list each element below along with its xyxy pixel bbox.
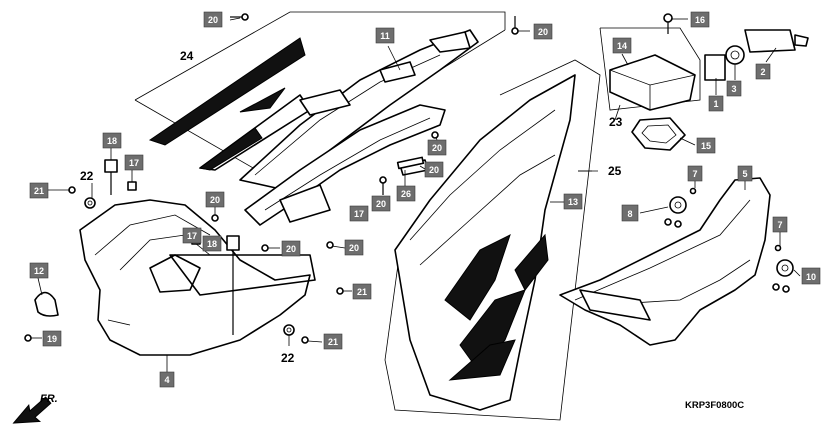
callout-label-17: 17 <box>354 209 364 219</box>
part-8-clip <box>664 196 687 228</box>
front-direction-arrow: FR. <box>12 393 58 424</box>
callout-label-26: 26 <box>401 189 411 199</box>
part-label-22-bottom: 22 <box>281 351 295 365</box>
group-frame-25 <box>384 59 601 421</box>
callout-label-20: 20 <box>286 244 296 254</box>
part-label-22-top: 22 <box>80 169 94 183</box>
callout-label-20: 20 <box>429 165 439 175</box>
part-22-washer-top <box>84 197 96 209</box>
callout-label-8: 8 <box>627 209 632 219</box>
callout-boxes: 20 11 20 14 16 2 3 1 15 18 17 21 20 20 2… <box>29 11 821 388</box>
callout-label-3: 3 <box>731 84 736 94</box>
callout-label-20: 20 <box>349 243 359 253</box>
part-12-clamp <box>34 291 59 317</box>
callout-label-2: 2 <box>760 67 765 77</box>
callout-label-10: 10 <box>806 272 816 282</box>
part-16-bolt <box>663 13 673 34</box>
group-frame-23 <box>599 27 701 111</box>
callout-label-7: 7 <box>692 169 697 179</box>
callout-label-17: 17 <box>187 231 197 241</box>
callout-label-15: 15 <box>701 141 711 151</box>
callout-label-12: 12 <box>34 266 44 276</box>
part-inner-cowl <box>244 104 446 226</box>
callout-label-19: 19 <box>47 334 57 344</box>
group-label-23: 23 <box>609 115 623 129</box>
decal-24 <box>148 37 311 171</box>
callout-label-14: 14 <box>617 41 627 51</box>
part-14-box <box>609 54 696 111</box>
callout-label-21: 21 <box>34 186 44 196</box>
callout-label-20: 20 <box>538 27 548 37</box>
callout-label-20: 20 <box>376 199 386 209</box>
group-label-24: 24 <box>180 49 194 63</box>
part-22-washer-bottom <box>283 324 295 336</box>
leader-lines <box>31 17 801 372</box>
callout-label-20: 20 <box>208 15 218 25</box>
part-5-carrier <box>559 177 771 346</box>
part-15-gasket <box>631 117 686 151</box>
part-4-front-cover <box>79 199 316 356</box>
callout-label-18: 18 <box>207 239 217 249</box>
part-lock-set <box>704 29 809 81</box>
callout-label-16: 16 <box>695 15 705 25</box>
part-13-side-cover <box>394 74 576 411</box>
part-18-stud-middle <box>226 235 240 335</box>
part-10-clip <box>772 259 794 293</box>
callout-label-17: 17 <box>129 158 139 168</box>
callout-label-4: 4 <box>164 375 169 385</box>
callout-label-11: 11 <box>380 31 390 41</box>
callout-label-20: 20 <box>432 143 442 153</box>
callout-label-18: 18 <box>107 136 117 146</box>
callout-label-13: 13 <box>568 197 578 207</box>
front-direction-label: FR. <box>40 393 58 405</box>
group-label-25: 25 <box>608 164 622 178</box>
callout-label-21: 21 <box>328 337 338 347</box>
callout-label-21: 21 <box>357 287 367 297</box>
callout-label-1: 1 <box>713 99 718 109</box>
diagram-code: KRP3F0800C <box>685 400 744 411</box>
callout-label-20: 20 <box>210 195 220 205</box>
callout-label-7: 7 <box>777 220 782 230</box>
part-18-stud-top <box>104 159 118 195</box>
callout-label-5: 5 <box>742 169 747 179</box>
